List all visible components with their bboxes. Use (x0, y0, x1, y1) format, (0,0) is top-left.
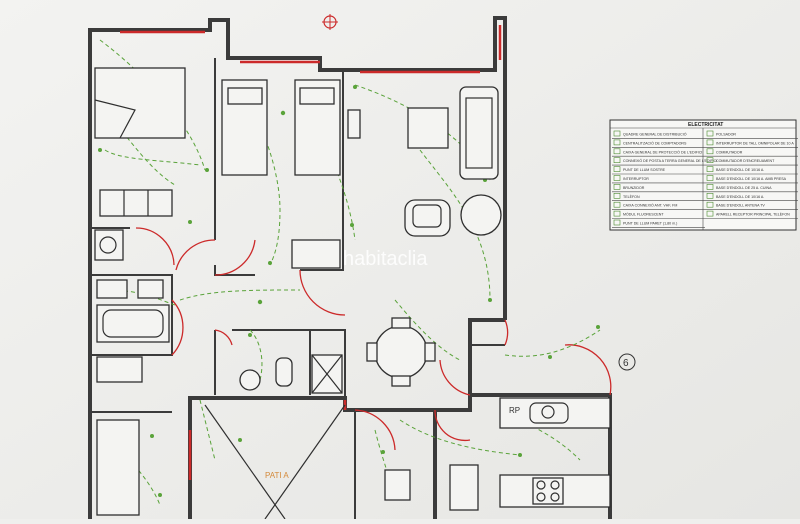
legend-left-item: CAIXA CONNEXIÓ ANT. VHF, FM (623, 203, 677, 208)
unit-number-badge: 6 (618, 353, 636, 371)
tv-unit (347, 109, 361, 139)
single-bed (96, 419, 140, 516)
legend-right-symbol-icon (706, 130, 714, 137)
double-bed (94, 67, 186, 139)
legend-left-item: INTERRUPTOR (623, 177, 649, 181)
bathroom-fixtures (94, 229, 170, 383)
legend-left-symbol-icon (613, 130, 621, 137)
wardrobe (99, 189, 173, 217)
patio-label: PATI A (265, 471, 289, 480)
electrical-legend: ELECTRICITAT QUADRE GENERAL DE DISTRIBUC… (609, 119, 798, 231)
interior-walls (90, 58, 505, 519)
reference-crosshair-icon (322, 14, 338, 30)
legend-right-item: COMMUTADOR D'ENCREUAMENT (716, 159, 775, 163)
legend-left-item: CENTRALITZACIÓ DE COMPTADORS (623, 140, 687, 145)
doors (135, 227, 612, 451)
legend-right-symbol-icon (706, 175, 714, 181)
legend-right-symbol-icon (706, 166, 714, 172)
legend-left-item: CAIXA GENERAL DE PROTECCIÓ DE L'EDIFICI (623, 149, 702, 154)
legend-right-symbol-icon (706, 157, 714, 163)
legend-right-symbol-icon (706, 139, 714, 146)
legend-left-symbol-icon (613, 210, 621, 217)
patio-area (204, 404, 346, 520)
rp-label: RP (509, 406, 520, 415)
legend-left-item: QUADRE GENERAL DE DISTRIBUCIÓ (623, 132, 687, 137)
legend-right-symbol-icon (706, 201, 714, 208)
kitchen-fixtures (384, 397, 611, 511)
legend-right-item: POLSADOR (716, 133, 736, 137)
twin-beds (221, 79, 341, 269)
legend-right-item: COMMUTADOR (716, 150, 743, 154)
legend-left-item: CONNEXIÓ DE POSTA A TERRA GENERAL DE L'E… (623, 158, 717, 163)
legend-right-item: BASE D'ENDOLL DE 10/16 A. AMB PRESA (716, 177, 787, 181)
legend-right-symbol-icon (706, 193, 714, 199)
legend-left-symbol-icon (613, 175, 621, 181)
dining-table (366, 317, 436, 387)
legend-right-item: BASE D'ENDOLL DE 10/16 A. (716, 195, 764, 199)
legend-right-item: BASE D'ENDOLL ANTENA TV (716, 204, 765, 208)
legend-left-symbol-icon (613, 139, 621, 146)
legend-left-item: TELÈFON (623, 194, 640, 199)
legend-left-symbol-icon (613, 166, 621, 172)
legend-right-symbol-icon (706, 210, 714, 217)
legend-right-item: BASE D'ENDOLL DE 25 A. CUINA (716, 186, 772, 190)
legend-left-symbol-icon (613, 201, 621, 208)
legend-right-item: APARELL RECEPTOR PRINCIPAL TELÈFON (716, 212, 790, 217)
legend-left-item: MÒDUL FLUORESCENT (623, 212, 664, 217)
watermark: habitaclia (343, 248, 428, 270)
unit-number: 6 (623, 358, 629, 369)
legend-left-item: PUNT DE LLUM SOSTRE (623, 168, 666, 172)
coffee-table (407, 107, 449, 149)
legend-left-symbol-icon (613, 219, 621, 226)
legend-left-symbol-icon (613, 157, 621, 163)
armchair (404, 199, 451, 237)
round-side-table (460, 194, 502, 236)
legend-left-item: PUNT DE LLUM PARET (1,80 m.) (623, 222, 677, 226)
sofa (459, 86, 499, 180)
legend-right-item: BASE D'ENDOLL DE 10/16 A. (716, 168, 764, 172)
windows (120, 25, 502, 480)
legend-right-symbol-icon (706, 184, 714, 190)
bathroom-2-fixtures (239, 354, 343, 394)
legend-left-symbol-icon (613, 193, 621, 199)
legend-left-symbol-icon (613, 148, 621, 155)
legend-right-symbol-icon (706, 148, 714, 155)
legend-left-item: BRUNZIDOR (623, 186, 645, 190)
legend-title: ELECTRICITAT (688, 122, 723, 128)
legend-right-item: INTERRUPTOR DE TALL OMNIPOLAR DE 10 A (716, 141, 794, 145)
legend-left-symbol-icon (613, 184, 621, 190)
